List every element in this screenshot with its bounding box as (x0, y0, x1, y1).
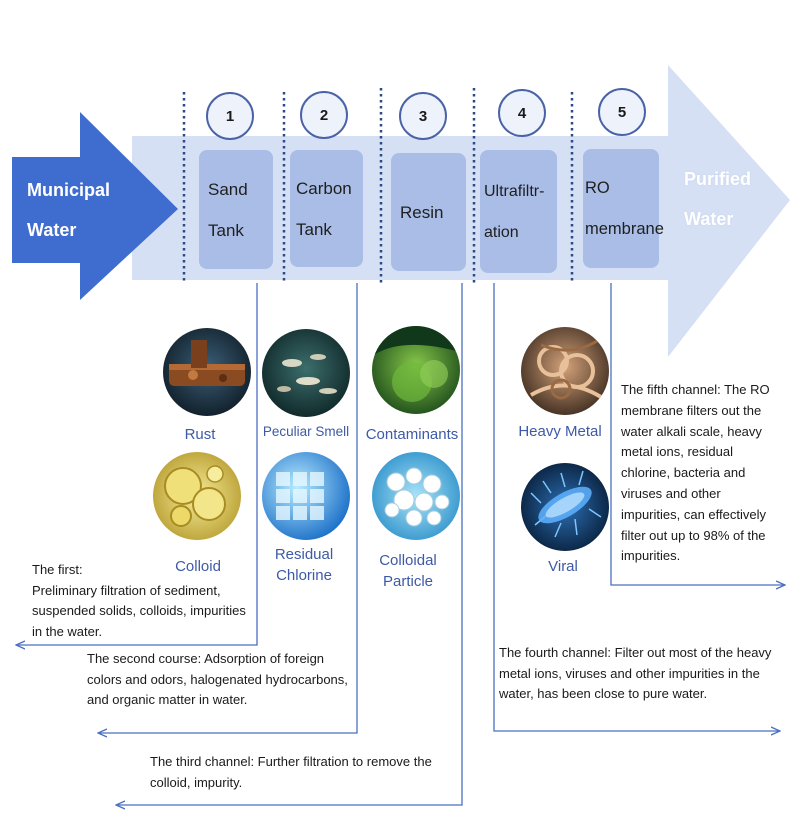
stage-number-4: 4 (498, 89, 546, 137)
virus-icon (521, 463, 609, 551)
peculiar-smell-icon (262, 329, 350, 417)
stage-number-5: 5 (598, 88, 646, 136)
note-third: The third channel: Further filtration to… (150, 754, 432, 790)
stage-label: Sand Tank (208, 179, 248, 240)
impurity-label-rust: Rust (184, 426, 216, 443)
impurity-label-viral: Viral (548, 558, 578, 575)
connector-first (16, 283, 258, 645)
stage-resin: Resin (391, 153, 466, 271)
note-fourth: The fourth channel: Filter out most of t… (499, 645, 772, 701)
stage-ultrafiltration: Ultrafiltr- ation (480, 150, 557, 273)
colloid-bubbles-icon (153, 452, 241, 540)
note-fifth: The fifth channel: The RO membrane filte… (621, 382, 770, 564)
stage-number-3: 3 (399, 92, 447, 140)
impurity-label-contaminants: Contaminants (365, 426, 459, 443)
stage-separators (182, 88, 574, 284)
rust-pipe-icon (163, 328, 251, 416)
stage-ro-membrane: RO membrane (583, 149, 664, 268)
connector-third (116, 283, 463, 805)
source-arrow (12, 112, 178, 300)
impurity-label-colloidal-particle: Colloidal Particle (379, 552, 437, 590)
contaminants-moss-icon (372, 326, 460, 414)
note-second: The second course: Adsorption of foreign… (87, 651, 348, 707)
stage-label: Carbon Tank (296, 178, 352, 239)
impurity-label-colloid: Colloid (175, 558, 221, 575)
stage-number-2: 2 (300, 91, 348, 139)
stage-sand-tank: Sand Tank (199, 150, 273, 269)
source-label: Municipal Water (27, 180, 111, 240)
colloidal-particle-icon (372, 452, 460, 540)
heavy-metal-icon (521, 327, 609, 415)
stage-label: RO membrane (585, 178, 664, 238)
stage-label: Resin (400, 202, 444, 222)
connector-fifth (610, 283, 785, 585)
impurity-label-peculiar-smell: Peculiar Smell (262, 424, 350, 439)
note-first: The first: Preliminary filtration of sed… (32, 562, 246, 639)
stage-carbon-tank: Carbon Tank (290, 150, 363, 267)
output-label: Purified Water (684, 169, 752, 229)
impurity-label-heavy-metal: Heavy Metal (518, 423, 602, 440)
stage-label: Ultrafiltr- ation (484, 182, 545, 241)
connector-second (98, 283, 358, 733)
impurity-label-residual-chlorine: Residual Chlorine (274, 546, 334, 584)
connector-fourth (493, 283, 780, 731)
stage-number-1: 1 (206, 92, 254, 140)
chlorine-crystal-icon (262, 452, 350, 540)
